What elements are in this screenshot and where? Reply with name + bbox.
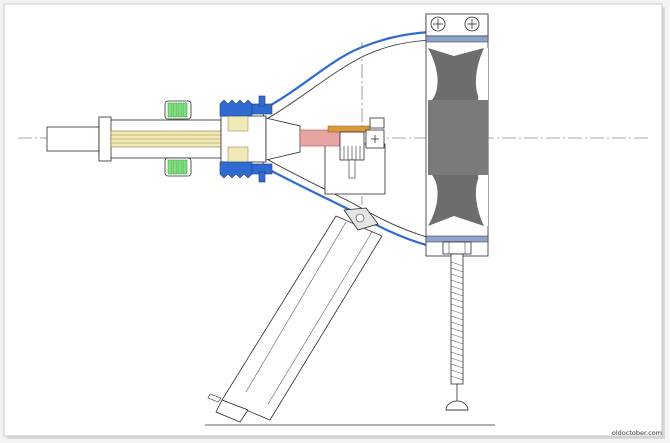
coupler-insert-top <box>227 115 249 132</box>
screw-slot-icon <box>433 19 443 29</box>
screw-slot-icon <box>467 19 477 29</box>
pipe-tip <box>46 126 100 152</box>
blower-cone <box>261 30 431 248</box>
bellows-bottom <box>219 161 253 179</box>
impeller-cut-3 <box>428 175 438 226</box>
motor-housing <box>425 13 489 257</box>
valve-bracket <box>299 117 386 195</box>
valve-stem <box>348 159 356 179</box>
impeller-cut-4 <box>475 175 488 226</box>
impeller-cut-2 <box>475 48 488 100</box>
screw-top <box>369 117 385 129</box>
valve-ticks <box>343 146 361 160</box>
pink-block <box>299 129 341 147</box>
credit-text: oldoctober.com <box>611 429 662 437</box>
nut-top-knurl <box>167 102 188 118</box>
handle-inner-line-2 <box>267 231 373 405</box>
shaft-assembly <box>46 95 301 183</box>
handle-plug <box>215 399 249 423</box>
handle-inner-line <box>245 221 347 393</box>
coupler-insert-bottom <box>227 146 249 163</box>
flange-top-lip <box>258 95 266 107</box>
nut-bottom-knurl <box>167 159 188 175</box>
rod-foot <box>445 400 469 411</box>
clamp-screw-icon <box>355 213 365 223</box>
impeller-cut-1 <box>428 48 438 100</box>
cone-upper-blue <box>261 30 431 111</box>
bellows-top <box>219 99 253 117</box>
rod-threads <box>450 261 464 381</box>
sheet-frame <box>3 3 663 437</box>
handle-body <box>221 215 383 421</box>
flange-bottom-lip <box>258 171 266 183</box>
orange-bar <box>327 125 371 133</box>
impeller-core <box>428 100 488 175</box>
bottom-nut <box>442 241 472 255</box>
band-bottom <box>425 235 489 243</box>
screw-cross-icon <box>371 135 379 143</box>
tube-end-cap <box>98 116 112 162</box>
band-top <box>425 35 489 43</box>
angled-handle <box>207 207 383 423</box>
threaded-rod <box>445 253 469 411</box>
handle-plug-tip <box>207 393 222 403</box>
inner-funnel <box>265 117 301 161</box>
